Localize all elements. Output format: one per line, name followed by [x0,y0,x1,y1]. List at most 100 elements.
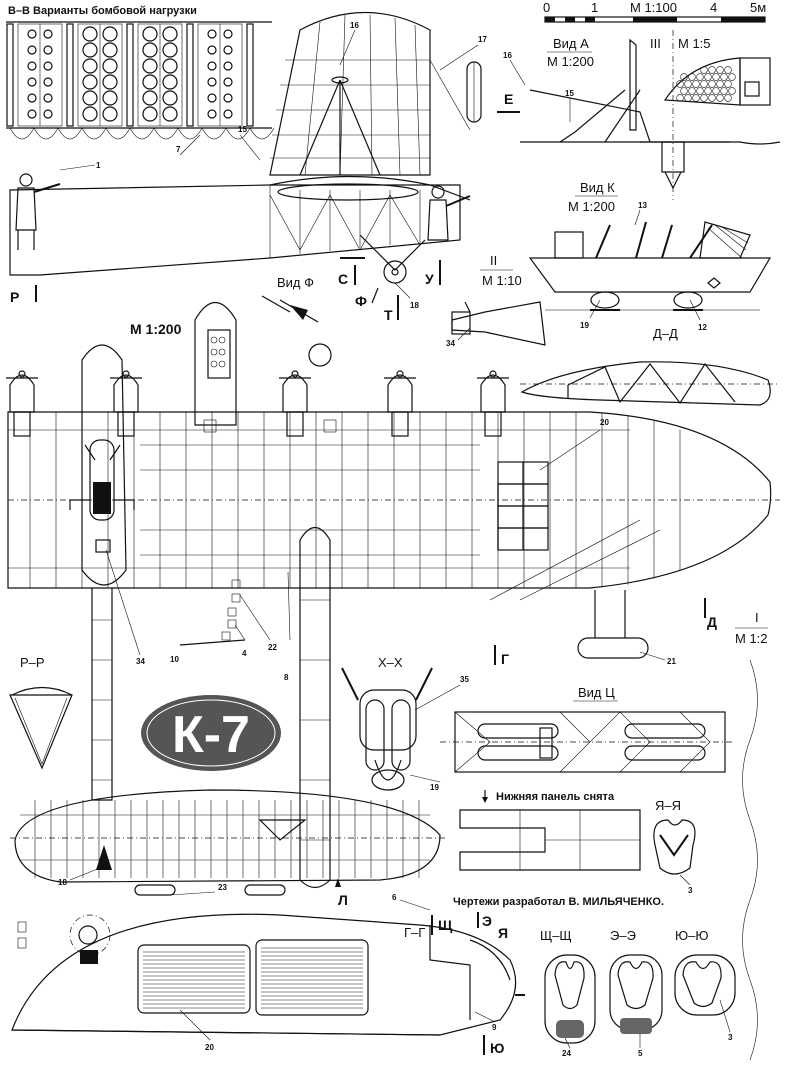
stabilizer-ribs [20,800,430,878]
section-d-d: Д–Д [520,326,780,406]
gunner-figure-right [427,185,471,241]
detail-ii: II М 1:10 [451,253,546,346]
gunner-figure-left [15,173,61,250]
callout-3-b: 3 [688,886,693,895]
view-a-title: Вид А [553,36,589,51]
section-mark-p: Р [10,289,19,305]
scale-label-0: 0 [543,0,550,15]
callout-8: 8 [284,673,289,682]
callout-4: 4 [242,649,247,658]
section-d-d-label: Д–Д [653,326,678,341]
view-f: Вид Ф М 1:200 [130,275,319,337]
view-c-title: Вид Ц [578,685,615,700]
view-k-scale: М 1:200 [568,199,615,214]
detail-ii-scale: М 1:10 [482,273,522,288]
section-p-p: Р–Р [9,655,73,770]
section-yu-yu-label: Ю–Ю [675,928,709,943]
section-mark-ya: Я [498,925,508,941]
stabilizer-plan: Л [10,789,445,908]
section-x-x: Х–Х [341,655,433,791]
callout-9: 9 [492,1023,497,1032]
view-c: Вид Ц Нижняя панель снята [440,685,735,871]
section-ya-ya: Я–Я [653,798,696,875]
callout-22: 22 [268,643,277,652]
detail-iii-scale: М 1:5 [678,36,711,51]
bomb-rack-grid [6,23,254,127]
callout-19-a: 19 [580,321,589,330]
callout-10: 10 [170,655,179,664]
section-mark-s: С [338,271,348,287]
callout-3-a: 3 [728,1033,733,1042]
callout-23: 23 [218,883,227,892]
scale-bar: 0 1 М 1:100 4 5м [543,0,766,23]
callout-17: 17 [478,35,487,44]
callout-18-a: 18 [410,301,419,310]
callout-12: 12 [698,323,707,332]
plan-scale: М 1:200 [130,321,182,337]
side-view-tail: Е Р С У Т Ф [9,11,520,323]
section-mark-d: Д [707,614,717,630]
engine-nacelles [6,370,509,437]
callout-21: 21 [667,657,676,666]
section-mark-e: Е [504,91,513,107]
k7-emblem: К-7 [141,695,281,771]
cross-sections-bottom: Щ–Щ Э–Э Ю–Ю [540,928,736,1044]
bomb-load-variants: В–В Варианты бомбовой нагрузки [6,5,275,140]
section-e-e-label: Э–Э [610,928,636,943]
callout-20-b: 20 [205,1043,214,1052]
callout-18-b: 18 [58,878,67,887]
callout-34-b: 34 [136,657,145,666]
panel-removed-note: Нижняя панель снята [496,791,615,803]
detail-i-label: I [755,610,759,625]
section-ya-ya-label: Я–Я [655,798,681,813]
view-a: Вид А М 1:200 [520,30,781,200]
detail-iii-label: III [650,36,661,51]
view-k: Вид К М 1:200 [528,180,772,311]
section-mark-yu: Ю [490,1040,504,1056]
detail-iii: III М 1:5 [650,36,771,106]
view-mark-f: Ф [355,293,367,309]
section-p-p-label: Р–Р [20,655,45,670]
section-mark-l: Л [338,892,348,908]
callout-15-a: 15 [238,125,247,134]
view-f-title: Вид Ф [277,275,314,290]
section-sch-sch-label: Щ–Щ [540,928,572,943]
cabin-window-hatch [143,947,363,1009]
honeycomb-pattern [676,66,736,102]
callout-1: 1 [96,161,101,170]
scale-label-4: 4 [710,0,717,15]
bomb-load-title: В–В Варианты бомбовой нагрузки [8,5,197,17]
section-x-x-label: Х–Х [378,655,403,670]
view-k-title: Вид К [580,180,615,195]
section-g-g-label: Г–Г [404,925,425,940]
scale-label-1: 1 [591,0,598,15]
detail-ii-label: II [490,253,497,268]
callout-13: 13 [638,201,647,210]
section-mark-t: Т [384,307,393,323]
callout-19-b: 19 [430,783,439,792]
view-a-scale: М 1:200 [547,54,594,69]
callout-5: 5 [638,1049,643,1058]
plan-view-wing: Д Г I М 1:2 [6,302,780,1061]
callout-16-b: 16 [503,51,512,60]
scale-label-main: М 1:100 [630,0,677,15]
detail-i-scale: М 1:2 [735,631,768,646]
callout-7: 7 [176,145,181,154]
section-mark-sch: Щ [438,917,453,933]
lower-fuselage-side: Г–Г Щ Э Я Ю [11,912,525,1056]
callout-24: 24 [562,1049,571,1058]
author-credit: Чертежи разработал В. МИЛЬЯЧЕНКО. [453,896,664,908]
callout-16-a: 16 [350,21,359,30]
callout-6: 6 [392,893,397,902]
k7-emblem-text: К-7 [172,706,250,764]
callout-35: 35 [460,675,469,684]
section-mark-e2: Э [482,913,492,929]
callout-20-a: 20 [600,418,609,427]
scale-label-5: 5м [750,0,766,15]
callout-15-b: 15 [565,89,574,98]
section-mark-u: У [425,271,434,287]
callout-numbers: 1 7 15 16 17 16 15 13 19 12 34 18 20 21 … [58,21,733,1058]
callout-34-a: 34 [446,339,455,348]
